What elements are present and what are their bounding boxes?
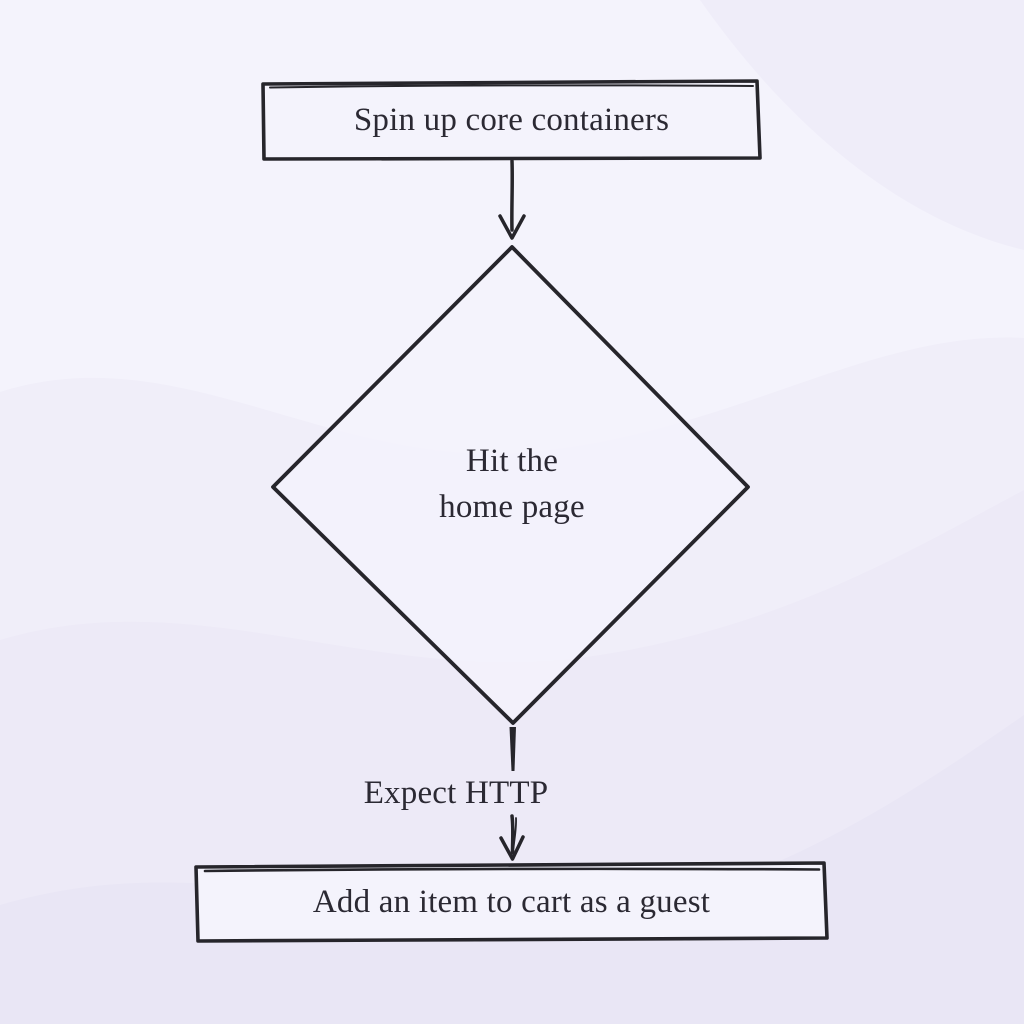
decision-node-label: Hit the home page bbox=[362, 438, 662, 530]
end-node-label: Add an item to cart as a guest bbox=[312, 884, 711, 920]
wave-top-right bbox=[700, 0, 1024, 250]
edge-line-double-stroke bbox=[512, 817, 517, 849]
arrow-down-icon bbox=[499, 835, 525, 861]
end-node-shape bbox=[194, 861, 829, 943]
edge-line-upper bbox=[509, 727, 516, 771]
hand-drawn-double-line bbox=[269, 84, 754, 89]
decision-node-label-line2: home page bbox=[439, 489, 585, 525]
arrow-down-icon bbox=[498, 214, 526, 240]
edge-decision-to-end bbox=[499, 727, 525, 861]
hand-drawn-double-line bbox=[203, 867, 821, 873]
edge-label-expect-http: Expect HTTP bbox=[363, 775, 549, 811]
decision-node-label-line1: Hit the bbox=[465, 443, 559, 479]
start-node-shape bbox=[261, 79, 762, 161]
edge-start-to-decision bbox=[498, 159, 526, 240]
edge-line-lower bbox=[510, 814, 515, 855]
wave-bottom bbox=[0, 715, 1024, 1024]
decision-node-shape bbox=[271, 245, 750, 725]
start-node-label: Spin up core containers bbox=[353, 102, 670, 138]
